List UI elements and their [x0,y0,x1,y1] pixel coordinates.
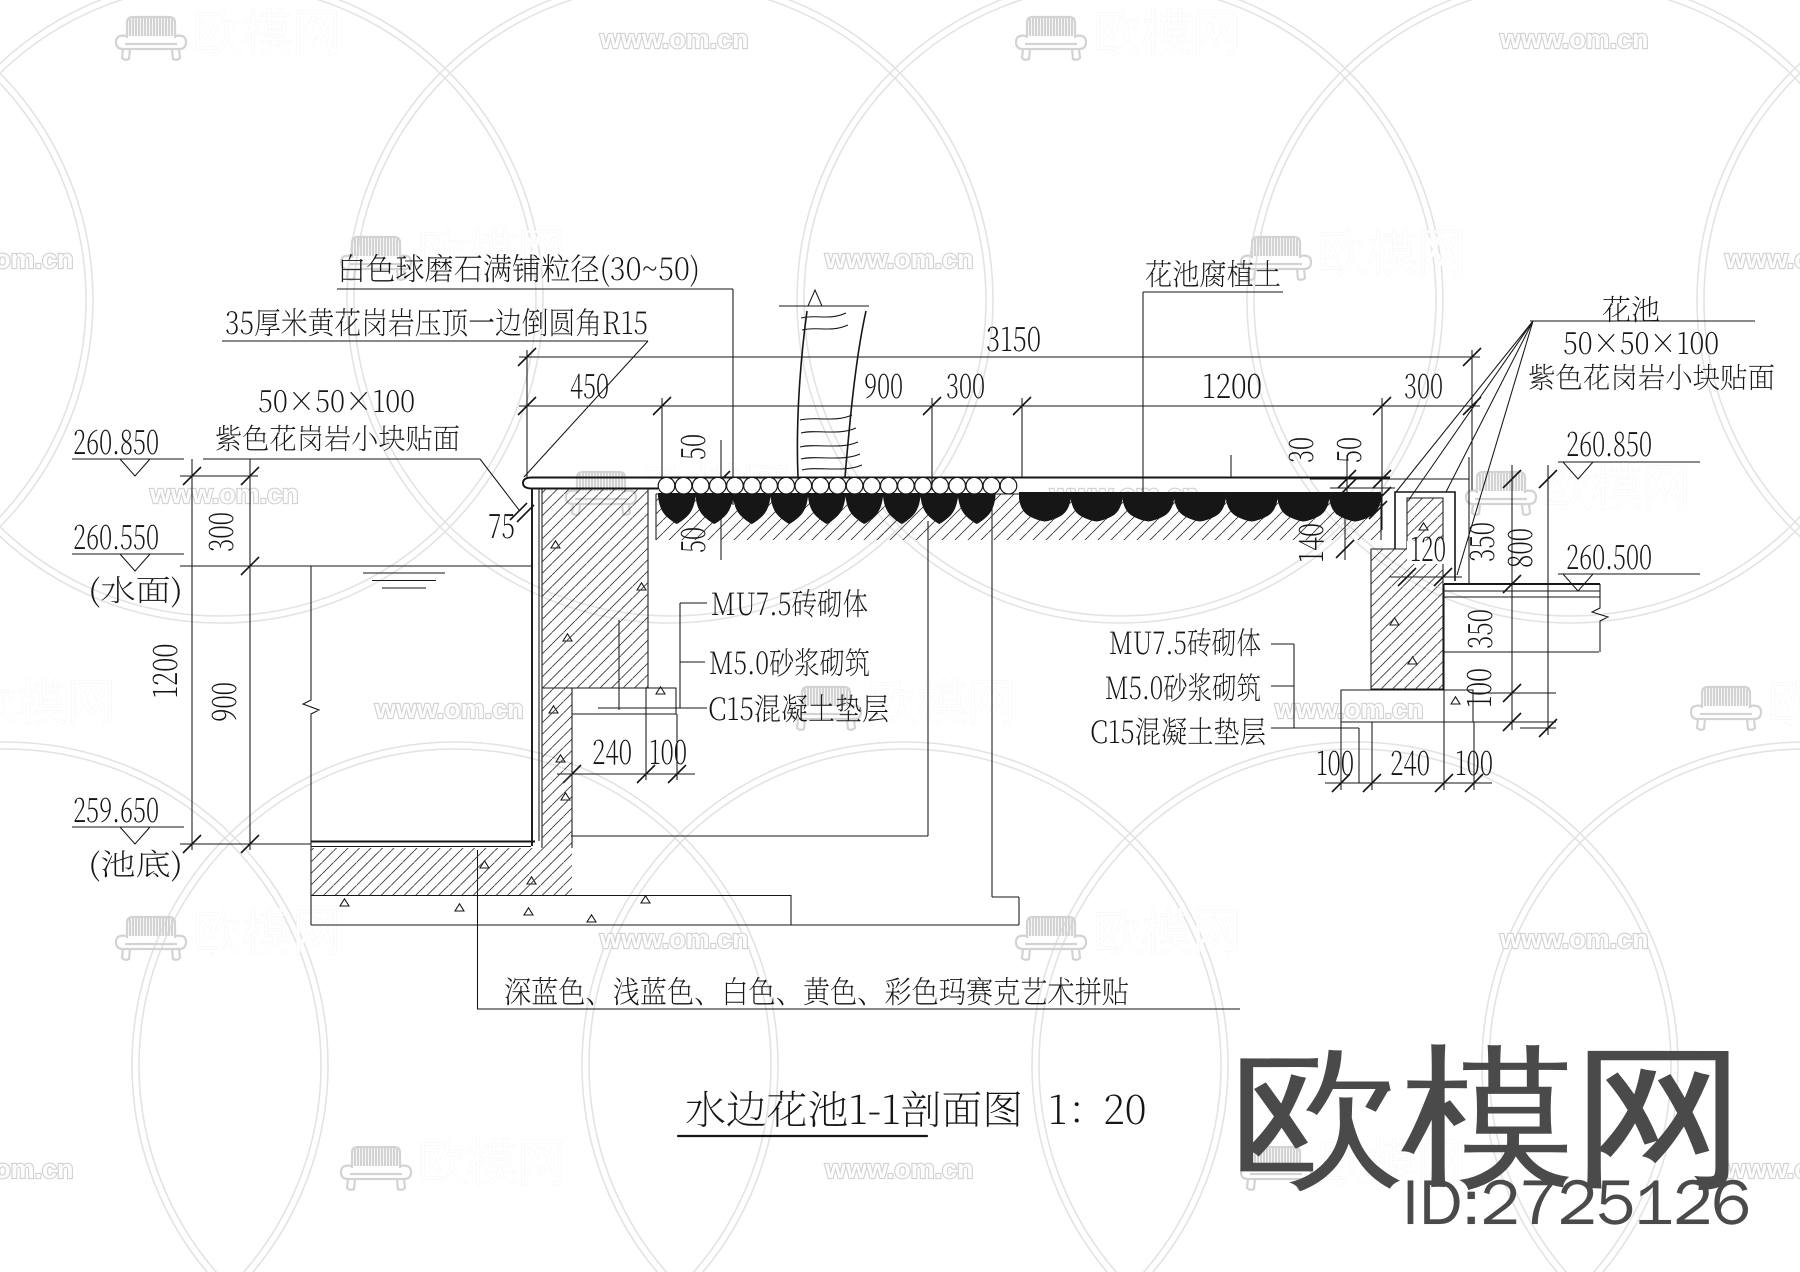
svg-text:www.om.cn: www.om.cn [599,24,750,54]
svg-text:www.om.cn: www.om.cn [1724,1154,1800,1184]
svg-text:www.om.cn: www.om.cn [1724,244,1800,274]
svg-text:www.om.cn: www.om.cn [1274,694,1425,724]
svg-text:www.om.cn: www.om.cn [0,1154,75,1184]
svg-text:www.om.cn: www.om.cn [0,244,75,274]
svg-text:www.om.cn: www.om.cn [824,1154,975,1184]
svg-text:www.om.cn: www.om.cn [149,479,300,509]
svg-text:www.om.cn: www.om.cn [1499,924,1650,954]
svg-text:www.om.cn: www.om.cn [1499,24,1650,54]
svg-text:www.om.cn: www.om.cn [374,694,525,724]
svg-text:www.om.cn: www.om.cn [599,924,750,954]
svg-text:www.om.cn: www.om.cn [824,244,975,274]
